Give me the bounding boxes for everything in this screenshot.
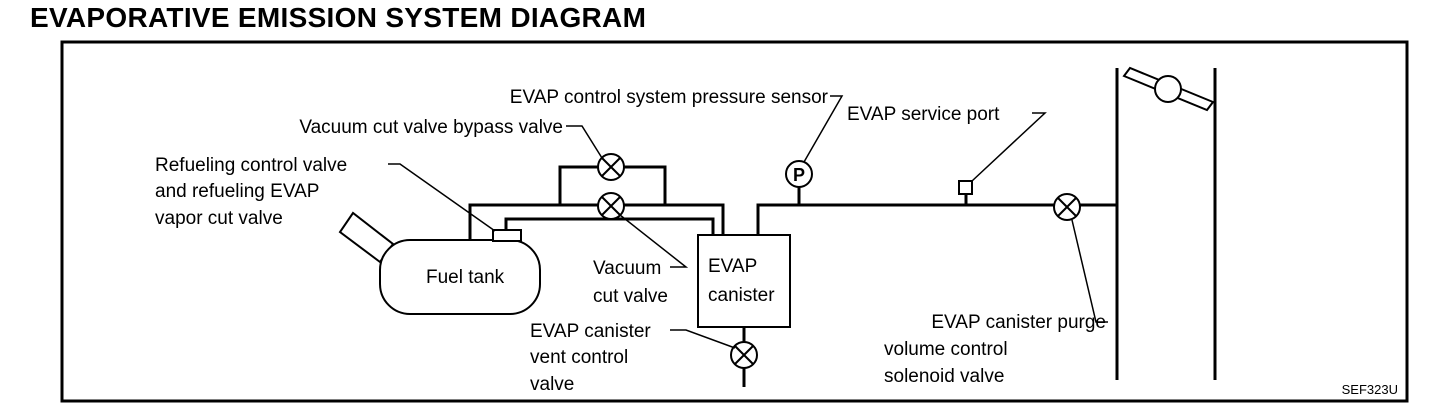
pressure-sensor (785, 160, 813, 188)
purge-valve-label-line3: solenoid valve (884, 366, 1004, 387)
tank-line-inner (504, 217, 715, 235)
bypass-valve-label: Vacuum cut valve bypass valve (299, 117, 563, 138)
purge-line (756, 203, 1117, 235)
purge-valve-label-line2: volume control (884, 339, 1008, 360)
leader-lines (388, 95, 1108, 349)
pressure-sensor-label: EVAP control system pressure sensor (510, 87, 829, 108)
refueling-control-valve (492, 229, 522, 242)
vacuum-cut-valve-label-line1: Vacuum (593, 258, 661, 279)
vent-valve-label-line1: EVAP canister (530, 321, 651, 342)
tank-line-outer (468, 203, 725, 241)
throttle-valve (1122, 66, 1215, 112)
fuel-tank (379, 239, 541, 315)
canister-label-line1: EVAP (708, 256, 757, 277)
purge-valve-label-line1: EVAP canister purge (931, 312, 1106, 333)
pressure-sensor-symbol: P (793, 165, 805, 185)
vent-valve-label-line3: valve (530, 374, 574, 395)
diagram-frame (60, 40, 1409, 403)
canister-label-line2: canister (708, 285, 775, 306)
purge-solenoid-valve-symbol (1053, 193, 1081, 221)
refueling-valve-label-line3: vapor cut valve (155, 208, 283, 229)
vent-valve-label-line2: vent control (530, 347, 628, 368)
evap-canister (697, 234, 791, 328)
bypass-valve-symbol (597, 153, 625, 181)
service-port (958, 180, 973, 195)
refueling-valve-label-line2: and refueling EVAP (155, 181, 319, 202)
vent-control-valve-symbol (730, 341, 758, 369)
figure-code: SEF323U (1342, 382, 1398, 397)
fuel-tank-label: Fuel tank (426, 267, 505, 288)
service-port-label: EVAP service port (847, 104, 1000, 125)
vacuum-cut-valve-symbol (597, 192, 625, 220)
page-title: EVAPORATIVE EMISSION SYSTEM DIAGRAM (30, 2, 647, 33)
refueling-valve-label-line1: Refueling control valve (155, 155, 347, 176)
vacuum-cut-valve-label-line2: cut valve (593, 286, 668, 307)
